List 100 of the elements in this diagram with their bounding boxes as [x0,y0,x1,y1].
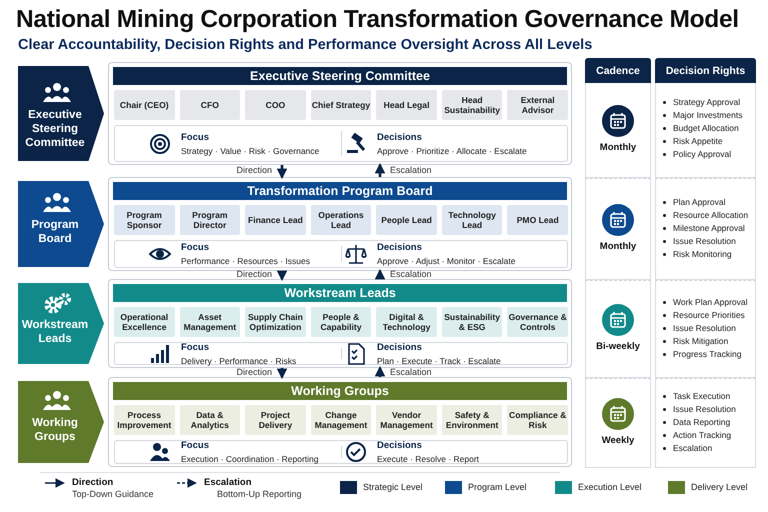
cadence-cell [585,178,651,280]
decision-rights-cell [655,83,756,178]
header-bar: Working Groups [113,382,567,400]
section-heading: Focus [181,242,209,253]
arrow [374,366,386,377]
role-tile: Supply Chain Optimization [245,307,306,337]
edge-label: Direction [236,269,272,279]
role-tile: Project Delivery [245,405,306,435]
level-panel [108,62,572,165]
decision-rights-cell [655,378,756,468]
role-tile: Governance & Controls [507,307,568,337]
role-tile: Head Sustainability [442,90,502,120]
role-tile: Chief Strategy [310,90,372,120]
arrow [276,165,288,180]
title: National Mining Corporation Transformation Governance Model [16,6,739,34]
cadence-text: Monthly [598,142,638,152]
role-tile: Sustainability & ESG [442,307,502,337]
decision-rights-cell [655,280,756,378]
list-item: Action Tracking [673,428,732,442]
section-text: Strategy · Value · Risk · Governance [181,146,320,156]
list-item: Major Investments [673,109,742,122]
list-item: Resource Priorities [673,308,745,322]
column-header: Cadence [585,58,651,83]
role-tile: External Advisor [507,90,568,120]
list-item: Work Plan Approval [673,296,748,308]
role-tile: Finance Lead [245,205,306,235]
legend-text: Direction [72,477,114,488]
section-heading: Decisions [377,440,422,451]
legend-text: Strategic Level [363,482,423,492]
header-bar: Executive Steering Committee [113,67,567,85]
cadence-cell [585,83,651,178]
edge-label: Direction [236,165,272,175]
role-tile: PMO Lead [507,205,568,235]
role-tile: Head Legal [376,90,437,120]
role-tile: Technology Lead [442,205,502,235]
cadence-cell [585,280,651,378]
role-tile: Operational Excellence [114,307,175,337]
header-bar: Workstream Leads [113,284,567,302]
section-heading: Focus [181,342,209,352]
section-text: Delivery · Performance · Risks [181,356,296,366]
list-item: Data Reporting [673,416,730,428]
role-tile: People & Capability [310,307,372,337]
legend-text: Execution Level [578,482,642,492]
legend-note: Bottom-Up Reporting [217,489,302,499]
section-text: Approve · Prioritize · Allocate · Escalate [377,146,527,156]
subtitle: Clear Accountability, Decision Rights and Performance Oversight Across All Levels [18,37,592,53]
edge-label: Escalation [390,165,432,175]
legend-text: Program Level [468,482,527,492]
column-header: Decision Rights [655,58,756,83]
section-heading: Decisions [377,342,422,352]
list-item: Task Execution [673,390,730,402]
focus-decisions-box [114,440,568,464]
role-tile: Process Improvement [114,405,175,435]
list-item: Issue Resolution [673,322,736,334]
cadence-text: Bi-weekly [595,341,641,352]
level-chevron [18,381,104,463]
arrow [276,270,288,282]
section-heading: Decisions [377,242,422,253]
arrow [374,268,386,280]
role-tile: Compliance & Risk [507,405,568,435]
level-name: Workstream Leads [20,318,90,346]
arrow [276,368,288,380]
role-tile: Safety & Environment [442,405,502,435]
list-item: Risk Monitoring [673,248,732,260]
section-text: Execution · Coordination · Reporting [181,454,318,464]
role-tile: Change Management [310,405,372,435]
role-tile: Vendor Management [376,405,437,435]
level-name: Executive Steering Committee [24,108,86,150]
cadence-text: Monthly [598,241,638,252]
list-item: Issue Resolution [673,402,736,416]
level-chevron [18,181,104,267]
role-tile: People Lead [376,205,437,235]
level-panel [108,279,572,368]
section-heading: Focus [181,440,209,451]
list-item: Resource Allocation [673,208,748,222]
role-tile: COO [245,90,306,120]
level-panel [108,177,572,271]
focus-decisions-box [114,240,568,268]
role-tile: CFO [180,90,240,120]
header-bar: Transformation Program Board [113,182,567,200]
list-item: Progress Tracking [673,348,742,360]
section-text: Approve · Adjust · Monitor · Escalate [377,256,516,266]
role-tile: Operations Lead [310,205,372,235]
role-tile: Chair (CEO) [114,90,175,120]
list-item: Strategy Approval [673,96,740,109]
list-item: Risk Mitigation [673,334,728,348]
legend-text: Escalation [204,477,252,488]
role-tile: Program Sponsor [114,205,175,235]
section-text: Performance · Resources · Issues [181,256,310,266]
cadence-cell [585,378,651,468]
level-name: Working Groups [31,416,79,444]
list-item: Budget Allocation [673,122,739,135]
level-name: Program Board [30,218,80,246]
legend-note: Top-Down Guidance [72,489,154,499]
list-item: Plan Approval [673,196,726,208]
level-panel [108,377,572,467]
decision-rights-cell [655,178,756,280]
section-text: Plan · Execute · Track · Escalate [377,356,501,366]
list-item: Policy Approval [673,148,732,161]
section-heading: Focus [181,132,209,142]
